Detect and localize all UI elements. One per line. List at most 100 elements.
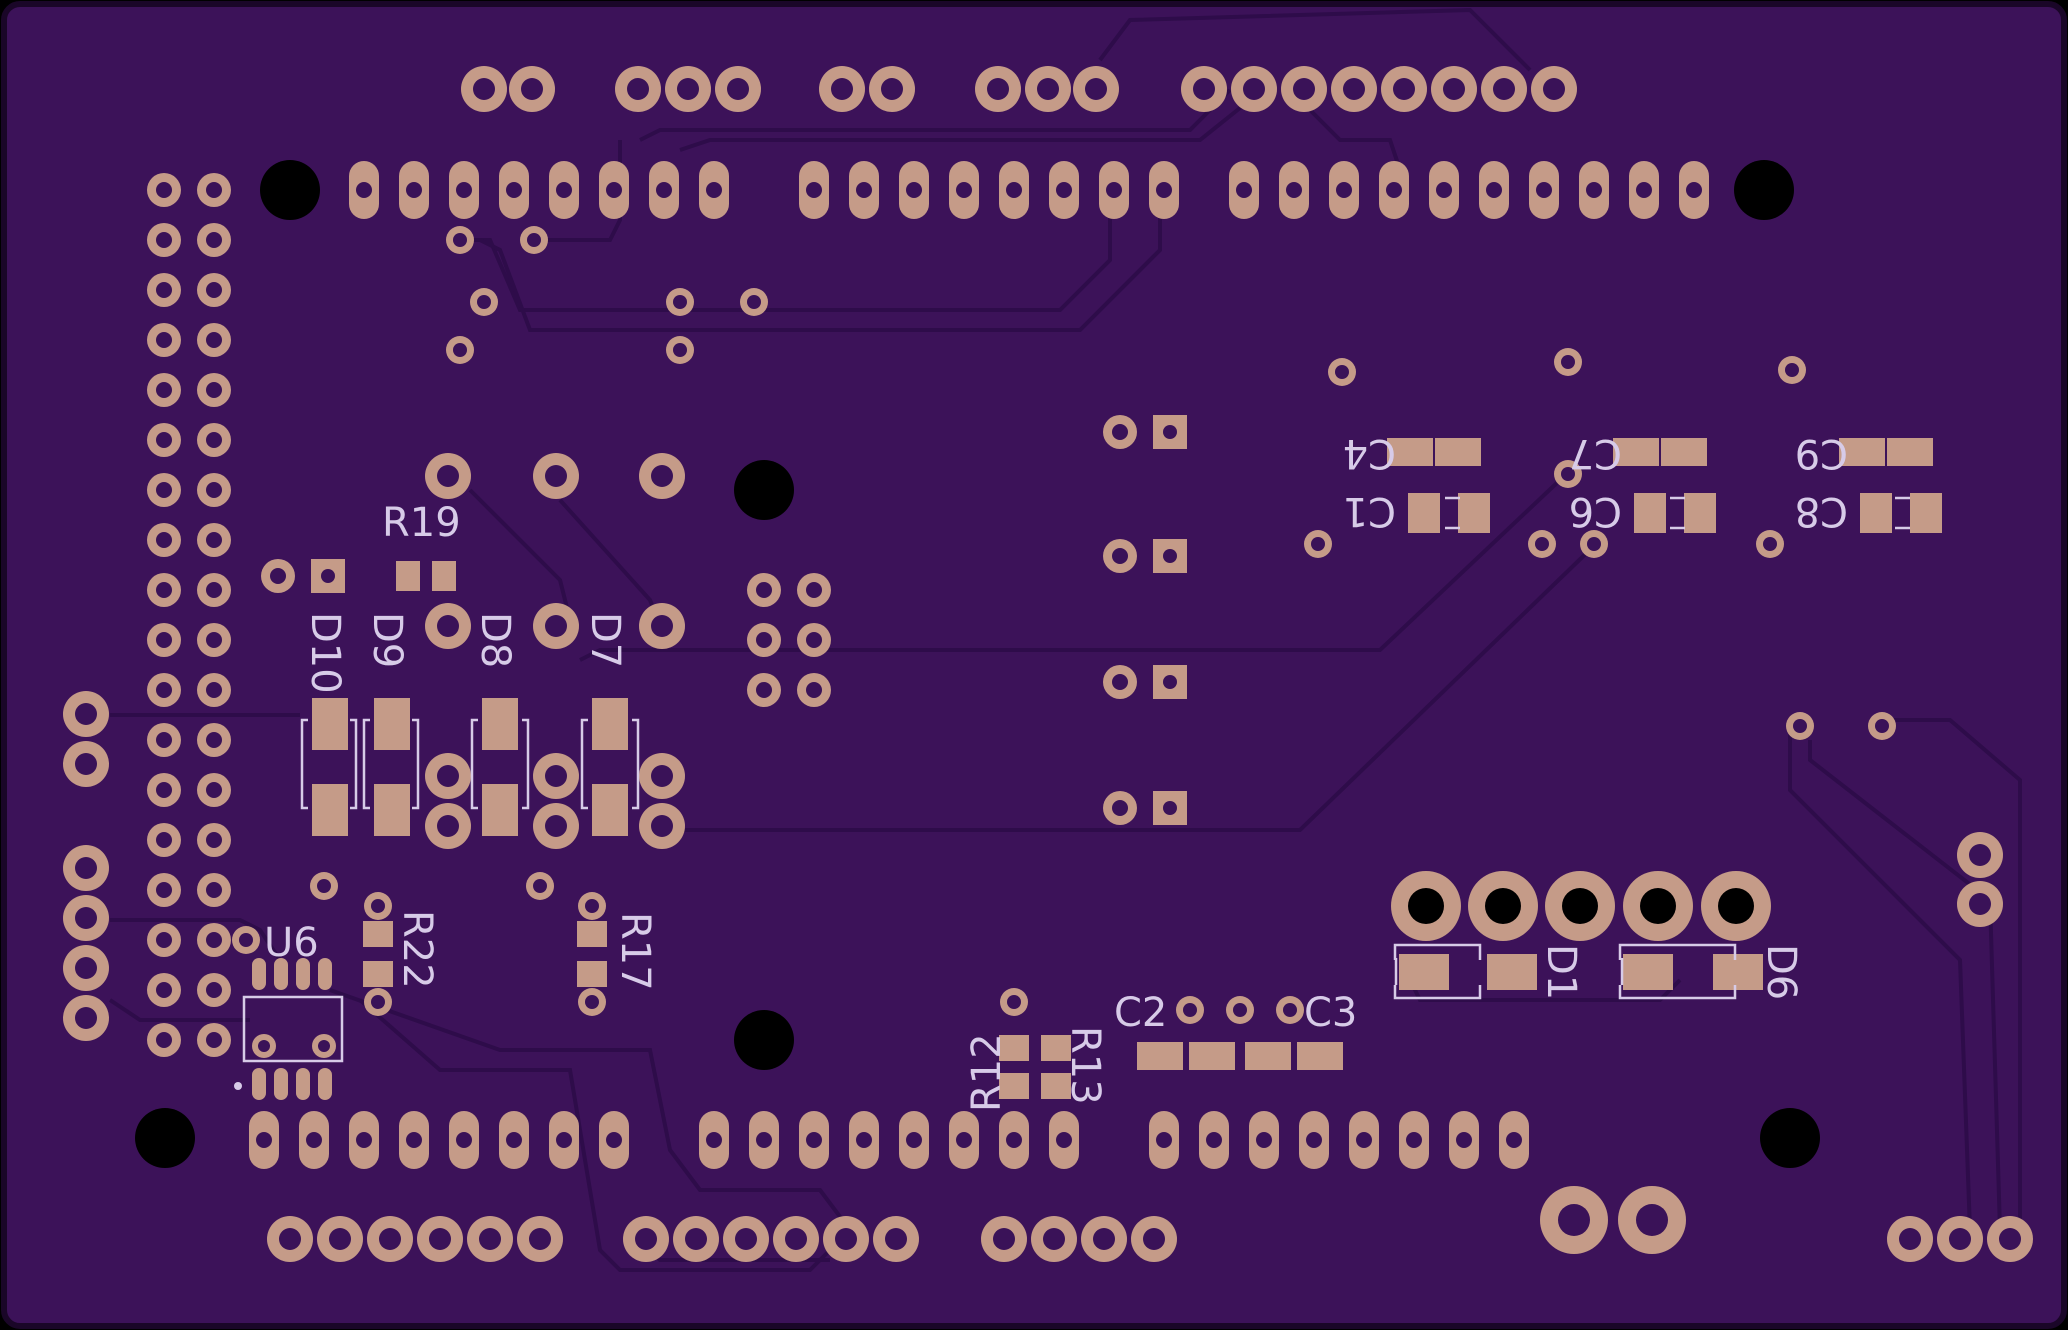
terminal-drill — [1485, 888, 1521, 924]
capacitor-pad — [1297, 1042, 1343, 1070]
drill-hole — [1393, 78, 1415, 100]
label-c7: C7 — [1569, 430, 1622, 476]
trace — [108, 998, 250, 1022]
d9-pad — [374, 698, 410, 750]
drill-hole — [206, 932, 222, 948]
drill-hole — [473, 78, 495, 100]
drill-hole — [270, 568, 286, 584]
drill-hole — [1206, 1132, 1222, 1148]
drill-hole — [756, 582, 772, 598]
drill-hole — [1586, 182, 1602, 198]
drill-hole — [881, 78, 903, 100]
drill-hole — [1043, 1228, 1065, 1250]
trace — [479, 200, 1162, 332]
c6-outline — [1670, 496, 1685, 530]
via-drill — [585, 995, 599, 1009]
drill-hole — [1156, 182, 1172, 198]
label-r12: R12 — [964, 1033, 1010, 1112]
drill-hole — [1486, 182, 1502, 198]
capacitor-pad — [1661, 438, 1707, 466]
drill-hole — [1286, 182, 1302, 198]
u6-pin — [296, 958, 310, 990]
trace — [1098, 7, 1532, 72]
drill-hole — [785, 1228, 807, 1250]
drill-hole — [1112, 674, 1128, 690]
terminal-drill — [1408, 888, 1444, 924]
drill-hole — [506, 1132, 522, 1148]
capacitor-pad — [1137, 1042, 1183, 1070]
drill-hole — [521, 78, 543, 100]
capacitor-pad — [1435, 438, 1481, 466]
d6-outline — [1618, 943, 1737, 1000]
drill-hole — [1093, 1228, 1115, 1250]
drill-hole — [456, 1132, 472, 1148]
label-d10: D10 — [302, 612, 348, 694]
drill-hole — [1256, 1132, 1272, 1148]
capacitor-pad — [1613, 438, 1659, 466]
drill-hole — [156, 882, 172, 898]
drill-hole — [75, 857, 97, 879]
d1-pad — [1487, 954, 1537, 990]
drill-hole — [456, 182, 472, 198]
drill-hole — [156, 782, 172, 798]
mount-hole — [1734, 160, 1794, 220]
drill-hole — [206, 432, 222, 448]
label-r13: R13 — [1062, 1026, 1108, 1105]
via-drill — [1793, 719, 1807, 733]
d1-pad — [1399, 954, 1449, 990]
mount-hole — [260, 160, 320, 220]
capacitor-pad — [1910, 493, 1942, 533]
drill-hole — [1236, 182, 1252, 198]
drill-hole — [835, 1228, 857, 1250]
via-drill — [371, 899, 385, 913]
r17-pad — [577, 921, 607, 947]
drill-hole — [1056, 1132, 1072, 1148]
drill-hole — [856, 1132, 872, 1148]
drill-hole — [831, 78, 853, 100]
d10-pad — [312, 784, 348, 836]
drill-hole — [318, 1040, 330, 1052]
drill-hole — [1193, 78, 1215, 100]
drill-hole — [306, 1132, 322, 1148]
drill-hole — [437, 465, 459, 487]
drill-hole — [556, 182, 572, 198]
via-drill — [1561, 467, 1575, 481]
terminal-drill — [1562, 888, 1598, 924]
via-drill — [1233, 1003, 1247, 1017]
via-drill — [453, 343, 467, 357]
via-drill — [1785, 363, 1799, 377]
r22-pad — [363, 961, 393, 987]
drill-hole — [906, 1132, 922, 1148]
mount-hole — [734, 460, 794, 520]
drill-hole — [1112, 800, 1128, 816]
drill-hole — [1949, 1228, 1971, 1250]
drill-hole — [206, 332, 222, 348]
trace — [1808, 740, 2002, 1231]
u6-pin — [252, 1068, 266, 1100]
drill-hole — [545, 465, 567, 487]
d1-outline — [1393, 943, 1482, 1000]
drill-hole — [806, 182, 822, 198]
drill-hole — [1969, 844, 1991, 866]
drill-hole — [206, 1032, 222, 1048]
drill-hole — [156, 632, 172, 648]
drill-hole — [206, 682, 222, 698]
mount-hole — [734, 1010, 794, 1070]
u6-pin — [252, 958, 266, 990]
silkscreen-labels: R19 D10 D9 D8 D7 U6 R22 R17 R12 R13 C2 C… — [264, 430, 1848, 1112]
drill-hole — [156, 832, 172, 848]
drill-hole — [651, 615, 673, 637]
via-drill — [1283, 1003, 1297, 1017]
label-c6: C6 — [1569, 488, 1622, 534]
drill-hole — [956, 182, 972, 198]
drill-hole — [206, 532, 222, 548]
drill-hole — [606, 1132, 622, 1148]
drill-hole — [156, 932, 172, 948]
drill-hole — [279, 1228, 301, 1250]
capacitor-pad — [1860, 493, 1892, 533]
copper-traces — [108, 7, 2022, 1272]
capacitor-pad — [1839, 438, 1885, 466]
label-d7: D7 — [582, 612, 628, 668]
pads-layer — [63, 66, 2033, 1262]
